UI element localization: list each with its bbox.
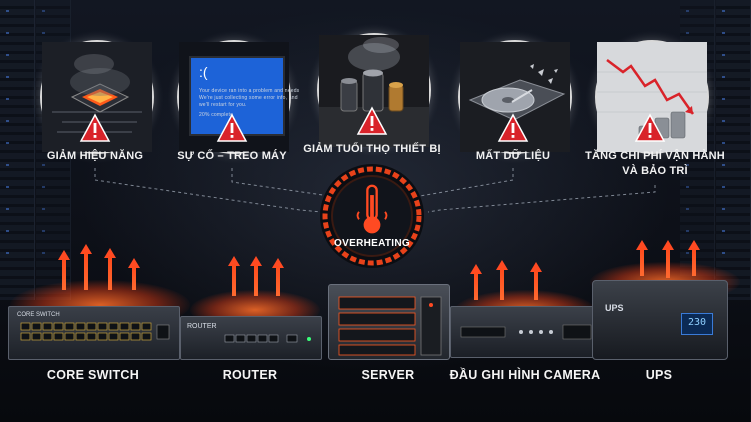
problem-label: SỰ CỐ – TREO MÁY: [177, 150, 287, 162]
warning-icon: [216, 113, 248, 142]
bsod-face: :(: [199, 64, 208, 80]
heat-arrow: [80, 244, 92, 290]
problem-label: TĂNG CHI PHÍ VẬN HÀNH: [585, 150, 725, 162]
router-panel-text: ROUTER: [187, 323, 217, 330]
bsod-progress: 20% complete: [199, 112, 234, 118]
heat-arrow: [128, 258, 140, 290]
device-label: SERVER: [361, 368, 415, 382]
switch-ports: [20, 322, 170, 341]
heat-arrow: [662, 240, 674, 278]
ups-device: UPS 230: [592, 280, 728, 360]
ups-display: 230: [681, 313, 713, 335]
bsod-line: Your device ran into a problem and needs: [199, 88, 300, 94]
thermometer-icon: [356, 184, 388, 234]
server-bays: [338, 296, 442, 356]
server-device: [328, 284, 450, 360]
device-label: ĐẦU GHI HÌNH CAMERA: [449, 368, 601, 382]
bsod-line: We're just collecting some error info, a…: [199, 95, 298, 101]
router-device: ROUTER: [180, 316, 322, 360]
core-switch-device: CORE SWITCH: [8, 306, 180, 360]
core-switch-panel-text: CORE SWITCH: [17, 312, 60, 318]
problem-circle-data-loss: [458, 40, 572, 154]
ups-display-value: 230: [687, 317, 707, 328]
connector-line: [94, 168, 323, 213]
device-label: CORE SWITCH: [46, 368, 140, 382]
problem-label: GIẢM HIỆU NĂNG: [46, 150, 144, 162]
connector-line: [419, 168, 514, 197]
heat-arrow: [636, 240, 648, 276]
connector-line: [231, 168, 331, 197]
heat-arrow: [250, 256, 262, 296]
overheating-label: OVERHEATING: [334, 238, 410, 249]
background-rack: [716, 0, 751, 300]
broken-hard-drive-icon: [460, 42, 570, 152]
recorder-front-panel: [460, 324, 592, 340]
heat-arrow: [496, 260, 508, 300]
heat-arrow: [104, 248, 116, 290]
background-rack: [0, 0, 35, 300]
warning-icon: [497, 113, 529, 142]
warning-icon: [634, 113, 666, 142]
warning-icon: [356, 106, 388, 135]
device-label: ROUTER: [222, 368, 278, 382]
problem-label-line2: VÀ BẢO TRÌ: [622, 165, 688, 177]
warning-icon: [79, 113, 111, 142]
heat-arrow: [58, 250, 70, 290]
heat-arrow: [688, 240, 700, 276]
ups-panel-text: UPS: [605, 303, 624, 313]
heat-arrow: [272, 258, 284, 296]
heat-arrow: [530, 262, 542, 300]
problem-label: MẤT DỮ LIỆU: [475, 150, 551, 162]
device-label: UPS: [645, 368, 673, 382]
heat-arrow: [228, 256, 240, 296]
camera-recorder-device: [450, 306, 602, 358]
connector-line: [427, 185, 656, 213]
problem-label: GIẢM TUỔI THỌ THIẾT BỊ: [303, 143, 441, 155]
problem-circle-crash: :( Your device ran into a problem and ne…: [177, 40, 300, 154]
bsod-line: we'll restart for you.: [199, 102, 247, 108]
router-ports: [224, 334, 311, 343]
heat-arrow: [470, 264, 482, 300]
